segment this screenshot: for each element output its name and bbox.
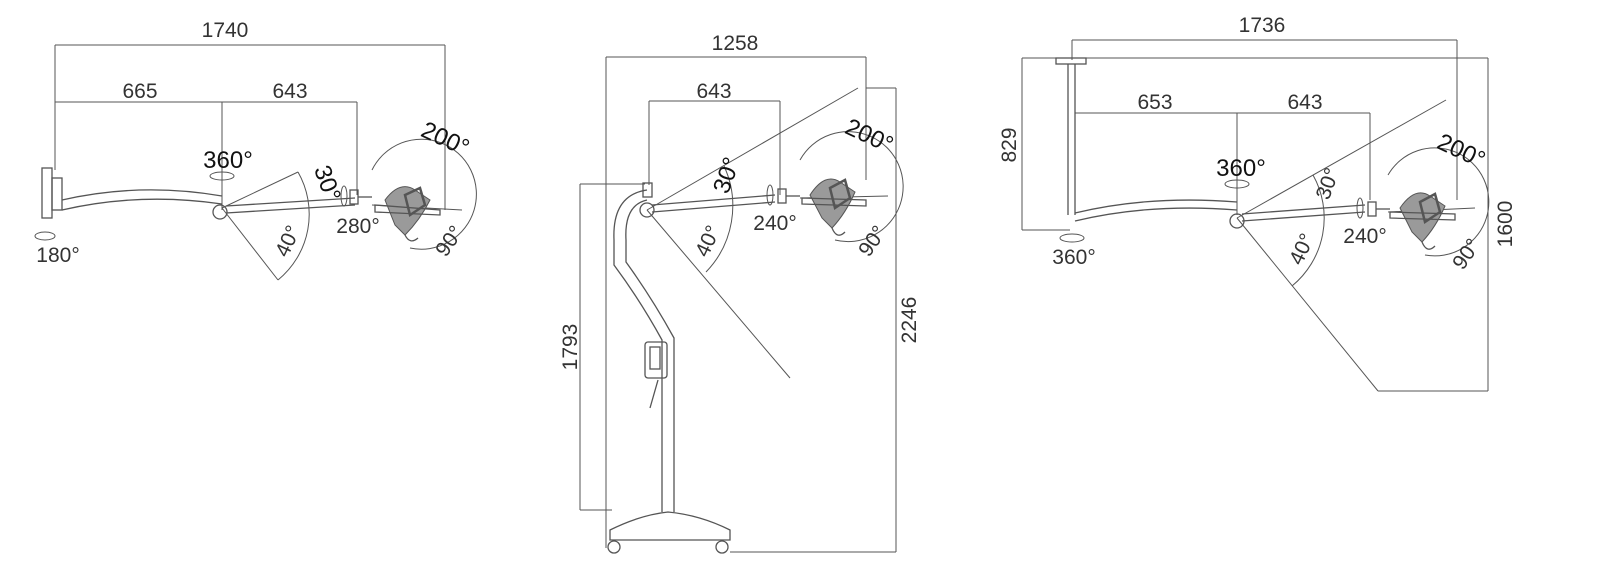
dim-arm1: 653: [1137, 91, 1172, 114]
angle-joint-rotation: 360°: [203, 147, 253, 174]
ceiling-plate: [1055, 57, 1087, 65]
joint-rotation-arrow: [1224, 179, 1250, 189]
angle-head-rotation: 240°: [753, 212, 796, 235]
angle-tilt-down: 40°: [271, 222, 305, 261]
tilt-arc: [1291, 174, 1325, 287]
angle-head-tilt: 200°: [1433, 128, 1489, 173]
angle-tilt-down: 40°: [691, 222, 725, 261]
angle-tilt-up: 30°: [1312, 165, 1344, 203]
angle-head-tilt: 200°: [841, 113, 897, 158]
lamp-head: [1389, 192, 1456, 250]
dim-pole-height: 1793: [559, 324, 582, 371]
head-arc: [371, 138, 477, 250]
arm-joint: [212, 204, 228, 220]
dim-total-height: 1600: [1494, 201, 1517, 248]
stand-pole: [613, 189, 663, 512]
wall-plate: [41, 167, 53, 219]
stand-handle: [644, 341, 668, 379]
dim-total-height: 2246: [898, 297, 921, 344]
dim-arm1: 665: [122, 80, 157, 103]
angle-head-rotation: 280°: [336, 215, 379, 238]
stand-base: [609, 511, 731, 541]
lamp-head: [801, 178, 867, 236]
caster-wheel-left: [607, 540, 621, 554]
dim-arm2: 643: [1287, 91, 1322, 114]
dim-total-width: 1740: [202, 19, 249, 42]
angle-head-swing: 90°: [1448, 235, 1485, 274]
arm-joint: [1229, 213, 1245, 229]
spring-arm: [225, 197, 356, 207]
wall-arm: [61, 189, 223, 201]
angle-wall-rotation: 180°: [36, 244, 79, 267]
spring-arm: [1241, 204, 1366, 215]
head-arc: [799, 131, 904, 243]
mobile-stand-view: 1258 643 1793 2246 30° 40° 240° 200° 90°: [559, 32, 921, 554]
ceiling-arm: [1074, 199, 1238, 214]
tilt-arc: [277, 171, 310, 281]
dim-total-width: 1736: [1239, 14, 1286, 37]
wall-rotation-arrow: [34, 231, 56, 241]
dim-arm: 643: [696, 80, 731, 103]
dim-arm2: 643: [272, 80, 307, 103]
spring-arm: [651, 194, 776, 206]
base-rotation-arrow: [1059, 233, 1085, 243]
angle-head-swing: 90°: [431, 222, 468, 261]
angle-tilt-down: 40°: [1285, 230, 1319, 269]
dim-drop-height: 829: [998, 127, 1021, 162]
dim-total-width: 1258: [712, 32, 759, 55]
tilt-arc: [705, 165, 734, 273]
angle-tilt-up: 30°: [708, 154, 746, 197]
arm-joint: [639, 202, 655, 218]
angle-head-rotation: 240°: [1343, 225, 1386, 248]
ceiling-mount-view: 1736 653 643 829 1600 360° 360° 30° 40° …: [998, 14, 1517, 392]
wall-mount-view: 1740 665 643 360° 180° 30° 40° 280° 200°…: [34, 19, 477, 281]
joint-rotation-arrow: [209, 171, 235, 181]
angle-base-rotation: 360°: [1052, 246, 1095, 269]
caster-wheel-right: [715, 540, 729, 554]
lamp-head: [374, 186, 441, 242]
head-arc: [1387, 147, 1490, 257]
angle-joint-rotation: 360°: [1216, 155, 1266, 182]
